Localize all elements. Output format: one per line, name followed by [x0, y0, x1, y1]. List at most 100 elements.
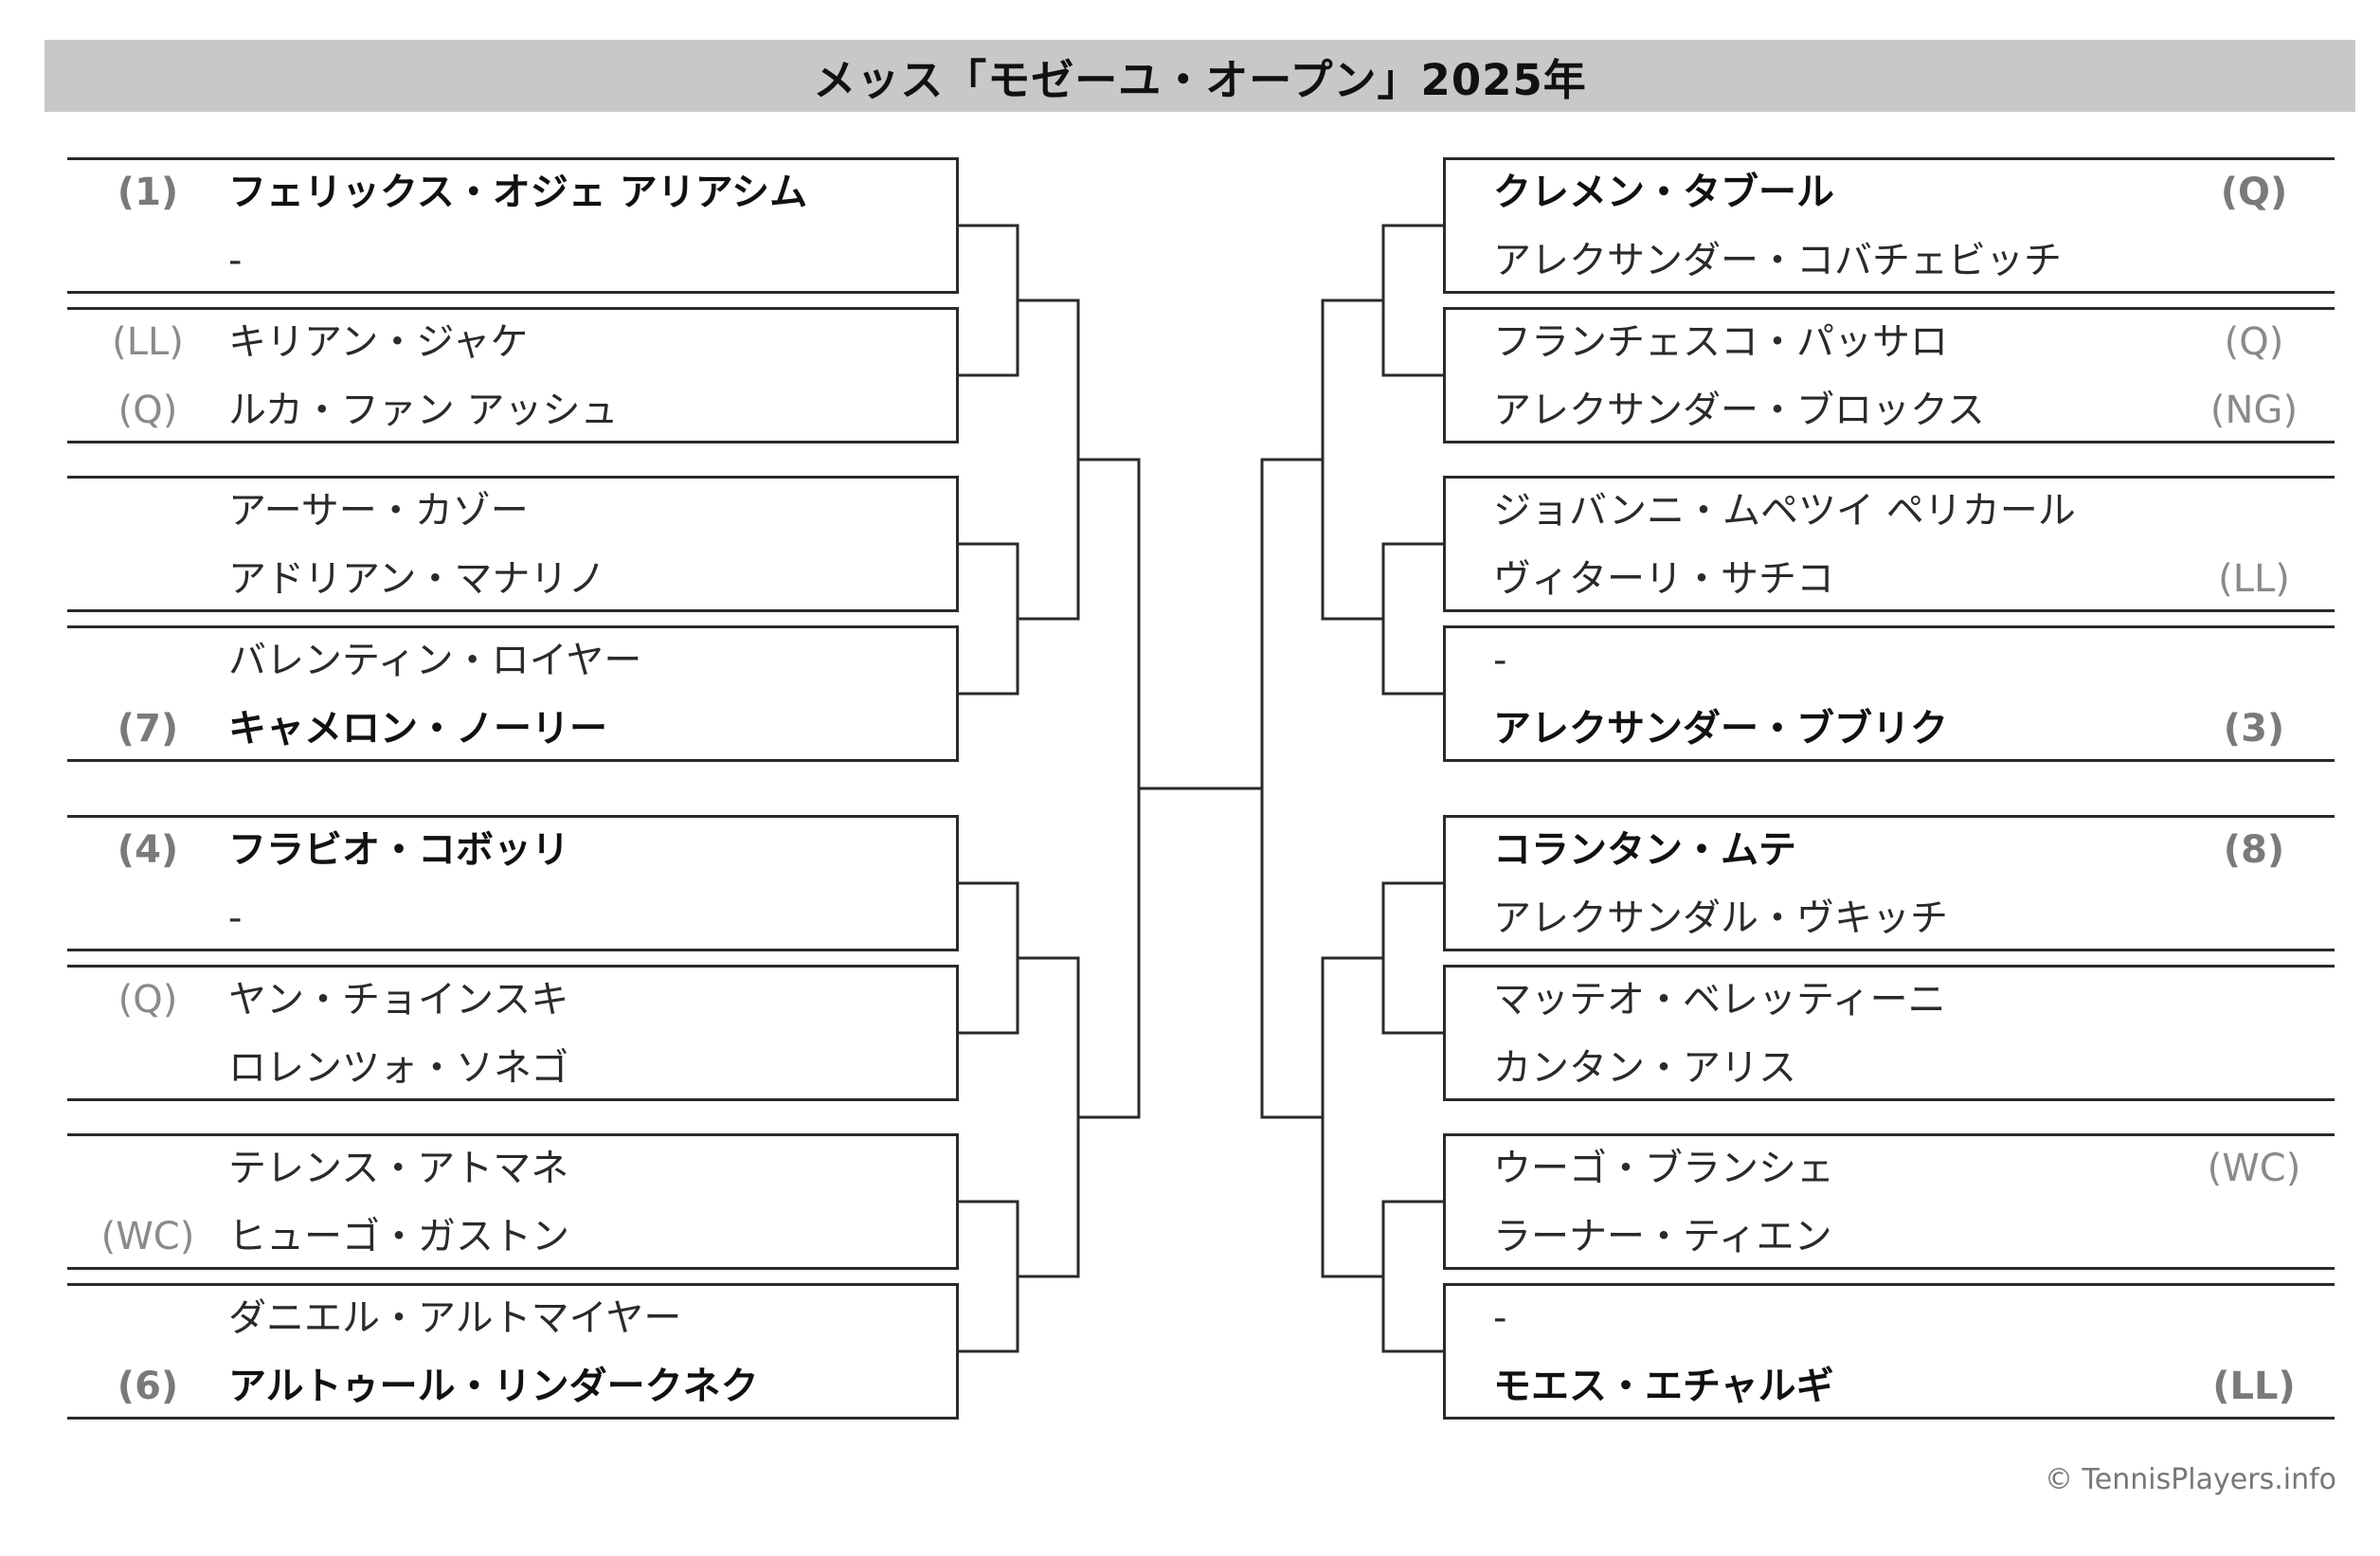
left-r1-connector — [959, 224, 1019, 377]
right-semi-connector — [1260, 458, 1323, 1119]
player-row: (Q)クレメン・タブール — [1446, 158, 2335, 226]
player-seed: (Q) — [117, 389, 178, 432]
player-seed: (Q) — [2224, 320, 2284, 364]
player-row: - — [1446, 1284, 2335, 1352]
player-seed: (1) — [117, 171, 179, 214]
player-row: - — [1446, 626, 2335, 695]
player-row: ラーナー・ティエン — [1446, 1203, 2335, 1271]
player-seed: (4) — [117, 828, 179, 872]
player-name: アレクサンダー・ブロックス — [1493, 389, 1985, 432]
player-seed: (Q) — [117, 978, 178, 1022]
right-r1-connector — [1381, 224, 1443, 377]
right-match-3: ジョバンニ・ムペツイ ペリカール (LL) ヴィターリ・サチコ — [1443, 476, 2335, 612]
player-name: モエス・エチャルギ — [1493, 1365, 1834, 1408]
player-name: バレンティン・ロイヤー — [228, 639, 642, 682]
player-row: (NG) アレクサンダー・ブロックス — [1446, 376, 2335, 444]
player-name: ジョバンニ・ムペツイ ペリカール — [1493, 489, 2076, 533]
player-row: ロレンツォ・ソネゴ — [67, 1034, 956, 1102]
player-name: - — [228, 896, 243, 940]
left-match-4: バレンティン・ロイヤー (7) キャメロン・ノーリー — [67, 625, 959, 762]
player-row: (6) アルトゥール・リンダークネク — [67, 1352, 956, 1420]
player-row: バレンティン・ロイヤー — [67, 626, 956, 695]
left-match-1: (1) フェリックス・オジェ アリアシム - — [67, 157, 959, 294]
right-match-8: - (LL) モエス・エチャルギ — [1443, 1283, 2335, 1420]
player-row: (7) キャメロン・ノーリー — [67, 695, 956, 763]
left-match-5: (4) フラビオ・コボッリ - — [67, 815, 959, 951]
player-name: フラビオ・コボッリ — [228, 828, 569, 872]
left-r1-connector — [959, 1200, 1019, 1353]
player-row: (Q) フランチェスコ・パッサロ — [1446, 308, 2335, 376]
right-r1-connector — [1381, 542, 1443, 696]
player-name: - — [1493, 1296, 1507, 1340]
player-row: ジョバンニ・ムペツイ ペリカール — [1446, 477, 2335, 545]
player-name: フェリックス・オジェ アリアシム — [228, 171, 808, 214]
player-name: ヴィターリ・サチコ — [1493, 557, 1834, 601]
player-name: キリアン・ジャケ — [228, 320, 529, 364]
player-row: マッテオ・ベレッティーニ — [1446, 966, 2335, 1034]
player-row: アドリアン・マナリノ — [67, 545, 956, 613]
player-seed: (NG) — [2209, 389, 2299, 432]
player-row: - — [67, 226, 956, 295]
player-name: フランチェスコ・パッサロ — [1493, 320, 1948, 364]
player-row: - — [67, 884, 956, 952]
player-name: カンタン・アリス — [1493, 1046, 1796, 1090]
player-seed: (WC) — [100, 1215, 195, 1258]
left-match-8: ダニエル・アルトマイヤー (6) アルトゥール・リンダークネク — [67, 1283, 959, 1420]
player-seed: (LL) — [2218, 557, 2290, 601]
player-name: アレクサンダー・ブブリク — [1493, 707, 1948, 751]
player-seed: (3) — [2223, 707, 2285, 751]
player-name: - — [1493, 639, 1507, 682]
player-name: ロレンツォ・ソネゴ — [228, 1046, 569, 1090]
player-row: (LL) ヴィターリ・サチコ — [1446, 545, 2335, 613]
player-row: (WC) ウーゴ・ブランシェ — [1446, 1134, 2335, 1203]
player-seed: (LL) — [2212, 1365, 2296, 1408]
right-match-2: (Q) フランチェスコ・パッサロ (NG) アレクサンダー・ブロックス — [1443, 307, 2335, 443]
player-name: アレクサンダー・コバチェビッチ — [1493, 239, 2062, 282]
page-title: メッス「モゼーユ・オープン」2025年 — [813, 54, 1587, 105]
player-name: ウーゴ・ブランシェ — [1493, 1147, 1834, 1190]
player-row: アレクサンダル・ヴキッチ — [1446, 884, 2335, 952]
player-row: テレンス・アトマネ — [67, 1134, 956, 1203]
player-row: (8) コランタン・ムテ — [1446, 816, 2335, 884]
left-r2-connector — [1018, 299, 1080, 621]
player-row: ダニエル・アルトマイヤー — [67, 1284, 956, 1352]
player-name: キャメロン・ノーリー — [228, 707, 607, 751]
left-match-7: テレンス・アトマネ (WC)ヒューゴ・ガストン — [67, 1133, 959, 1270]
player-seed: (6) — [117, 1365, 179, 1408]
left-match-6: (Q)ヤン・チョインスキロレンツォ・ソネゴ — [67, 965, 959, 1101]
player-seed: (WC) — [2207, 1147, 2301, 1190]
player-name: テレンス・アトマネ — [228, 1147, 569, 1190]
player-row: アーサー・カゾー — [67, 477, 956, 545]
player-name: ダニエル・アルトマイヤー — [228, 1296, 682, 1340]
player-row: (4) フラビオ・コボッリ — [67, 816, 956, 884]
player-row: カンタン・アリス — [1446, 1034, 2335, 1102]
left-r1-connector — [959, 881, 1019, 1035]
right-r2-connector — [1321, 956, 1383, 1278]
player-row: (1) フェリックス・オジェ アリアシム — [67, 158, 956, 226]
player-seed: (7) — [117, 707, 179, 751]
player-name: コランタン・ムテ — [1493, 828, 1796, 872]
left-match-3: アーサー・カゾーアドリアン・マナリノ — [67, 476, 959, 612]
player-row: (3) アレクサンダー・ブブリク — [1446, 695, 2335, 763]
player-row: (WC)ヒューゴ・ガストン — [67, 1203, 956, 1271]
title-bar: メッス「モゼーユ・オープン」2025年 — [45, 40, 2355, 112]
right-match-7: (WC) ウーゴ・ブランシェラーナー・ティエン — [1443, 1133, 2335, 1270]
player-row: (LL) モエス・エチャルギ — [1446, 1352, 2335, 1420]
right-match-5: (8) コランタン・ムテアレクサンダル・ヴキッチ — [1443, 815, 2335, 951]
player-seed: (8) — [2223, 828, 2285, 872]
right-r2-connector — [1321, 299, 1383, 621]
right-r1-connector — [1381, 1200, 1443, 1353]
right-match-4: - (3) アレクサンダー・ブブリク — [1443, 625, 2335, 762]
player-name: アドリアン・マナリノ — [228, 557, 606, 601]
player-name: クレメン・タブール — [1493, 171, 1834, 214]
left-r1-connector — [959, 542, 1019, 696]
player-row: (Q)ルカ・ファン アッシュ — [67, 376, 956, 444]
left-match-2: (LL)キリアン・ジャケ(Q)ルカ・ファン アッシュ — [67, 307, 959, 443]
player-name: アルトゥール・リンダークネク — [228, 1365, 759, 1408]
right-match-1: (Q)クレメン・タブールアレクサンダー・コバチェビッチ — [1443, 157, 2335, 294]
player-row: (Q)ヤン・チョインスキ — [67, 966, 956, 1034]
player-name: アーサー・カゾー — [228, 489, 529, 533]
player-name: ラーナー・ティエン — [1493, 1215, 1832, 1258]
